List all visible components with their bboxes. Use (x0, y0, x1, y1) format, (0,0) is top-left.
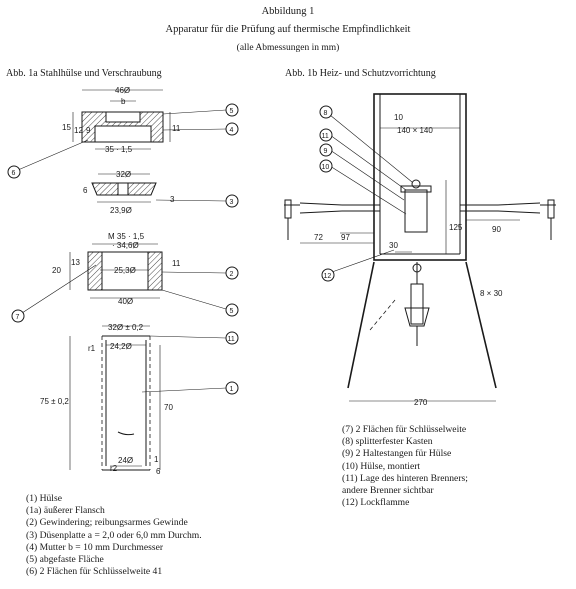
dim-20: 20 (52, 266, 61, 275)
dim-35x15: 35 · 1,5 (105, 145, 133, 154)
dim-15: 15 (62, 123, 71, 132)
legend-item: (1) Hülse (26, 493, 62, 504)
dim-30: 30 (389, 241, 398, 250)
callout-2: 2 (230, 271, 234, 278)
dim-75: 75 ± 0,2 (40, 397, 69, 406)
callout-7: 7 (16, 314, 20, 321)
callout-8: 8 (324, 110, 328, 117)
callout-5a: 5 (230, 108, 234, 115)
dim-97: 97 (341, 233, 350, 242)
callout-12: 12 (324, 273, 332, 280)
panel-title-1a: Abb. 1a Stahlhülse und Verschraubung (6, 68, 162, 79)
dim-125: 125 (449, 223, 463, 232)
legend-item: (10) Hülse, montiert (342, 460, 421, 472)
dim-46: 46Ø (115, 86, 130, 95)
dim-24: 24Ø (118, 456, 133, 465)
legend-item: (1a) äußerer Flansch (26, 505, 105, 517)
nut-drawing (72, 89, 171, 150)
dim-253: 25,3Ø (114, 266, 136, 275)
dim-8x30: 8 × 30 (480, 289, 503, 298)
dim-6a: 6 (83, 186, 88, 195)
callouts-left (7, 103, 239, 395)
nozzle-plate-drawing (91, 173, 157, 203)
dim-90: 90 (492, 225, 501, 234)
dim-40: 40Ø (118, 297, 133, 306)
dim-32tol: 32Ø ± 0,2 (108, 323, 144, 332)
dim-1: 1 (154, 455, 159, 464)
dim-r1: r1 (88, 344, 96, 353)
legend-item: andere Brenner sichtbar (342, 485, 434, 497)
legend-item: (9) 2 Haltestangen für Hülse (342, 448, 452, 460)
legend-item: (3) Düsenplatte a = 2,0 oder 6,0 mm Durc… (26, 529, 202, 541)
callout-11r: 11 (322, 133, 329, 140)
dim-239: 23,9Ø (110, 206, 132, 215)
panel-title-1b: Abb. 1b Heiz- und Schutzvorrichtung (285, 68, 436, 79)
dim-32: 32Ø (116, 170, 131, 179)
dim-242: 24,2Ø (110, 342, 132, 351)
dim-3: 3 (170, 195, 175, 204)
dim-13: 13 (71, 258, 80, 267)
dim-r2: r2 (110, 464, 118, 473)
holding-bars (284, 199, 556, 244)
sleeve-drawing (69, 325, 161, 471)
legend-item: (2) Gewindering; reibungsarmes Gewinde (26, 517, 188, 529)
callout-11: 11 (228, 336, 235, 343)
callout-5b: 5 (230, 308, 234, 315)
legend-item: (7) 2 Flächen für Schlüsselweite (342, 424, 467, 435)
legend-item: (11) Lage des hinteren Brenners; (342, 472, 468, 484)
dim-6b: 6 (156, 467, 161, 476)
dim-70: 70 (164, 403, 173, 412)
callout-10: 10 (322, 164, 330, 171)
dim-b: b (121, 97, 126, 106)
dim-11b: 11 (172, 259, 181, 268)
dim-m35: M 35 · 1,5 (108, 232, 145, 241)
callout-6: 6 (12, 170, 16, 177)
protective-box-drawing (373, 93, 467, 261)
dim-72: 72 (314, 233, 323, 242)
stand-and-burner (347, 251, 497, 402)
callout-1: 1 (230, 386, 234, 393)
dim-9: 9 (86, 126, 91, 135)
figure-title: Apparatur für die Prüfung auf thermische… (165, 24, 411, 35)
sleeve-in-box (400, 179, 432, 233)
legend-item: (5) abgefaste Fläche (26, 554, 104, 566)
legend-item: (8) splitterfester Kasten (342, 436, 433, 448)
legend-item: (12) Lockflamme (342, 497, 410, 509)
dim-box: 140 × 140 (397, 126, 433, 135)
dim-270: 270 (414, 398, 428, 407)
callout-9: 9 (324, 148, 328, 155)
callout-4: 4 (230, 127, 234, 134)
legend-item: (4) Mutter b = 10 mm Durchmesser (26, 541, 164, 553)
legend-left: (1) Hülse (1a) äußerer Flansch (2) Gewin… (26, 493, 202, 578)
dim-346: · 34,6Ø (112, 241, 139, 250)
callouts-right (319, 105, 413, 282)
callout-3: 3 (230, 199, 234, 206)
dim-12: 12 (74, 126, 83, 135)
dim-10: 10 (394, 113, 403, 122)
dimension-note: (alle Abmessungen in mm) (236, 43, 340, 53)
legend-right: (7) 2 Flächen für Schlüsselweite (8) spl… (342, 424, 468, 509)
figure-label: Abbildung 1 (261, 6, 315, 17)
dim-11a: 11 (172, 124, 181, 133)
legend-item: (6) 2 Flächen für Schlüsselweite 41 (26, 566, 163, 578)
